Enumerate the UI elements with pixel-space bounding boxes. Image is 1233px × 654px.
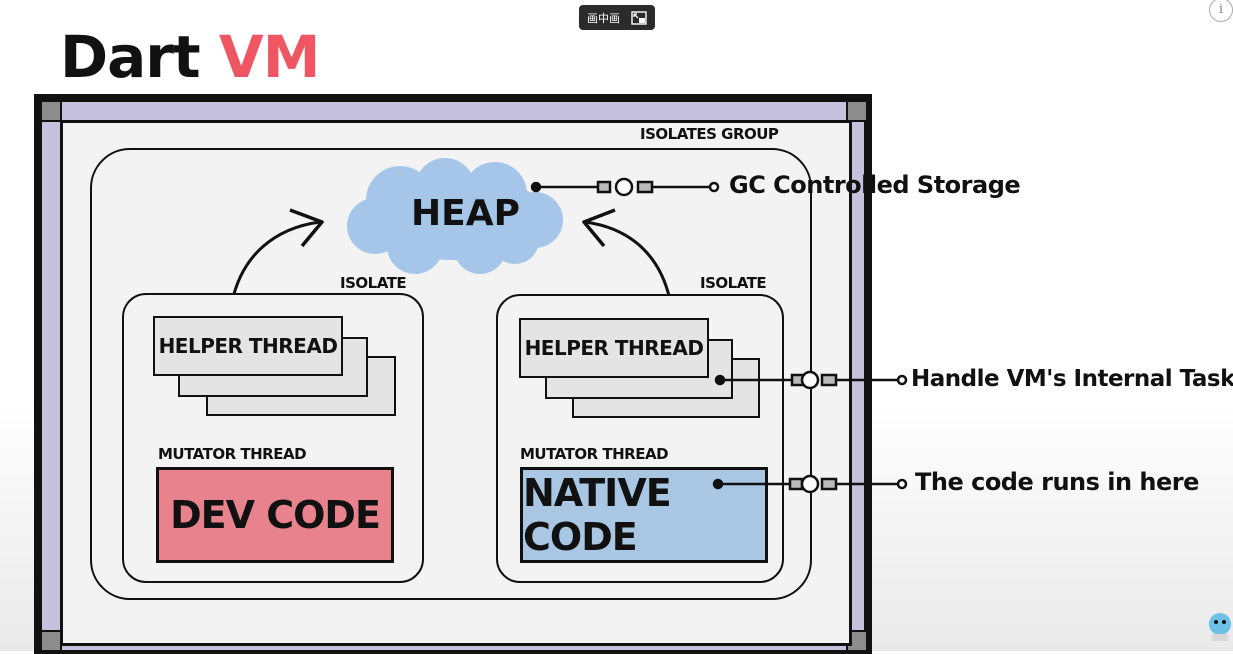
isolate-label-right: ISOLATE (700, 274, 767, 292)
code-connector-end (896, 478, 908, 490)
picture-in-picture-button[interactable]: 画中画 (579, 5, 655, 30)
page-title: Dart VM (60, 22, 321, 92)
helper-thread-left: HELPER THREAD (153, 316, 343, 376)
title-accent: VM (218, 23, 321, 91)
heap-arrows (230, 208, 672, 303)
callout-gc-storage: GC Controlled Storage (729, 171, 1021, 199)
pip-icon (631, 10, 647, 25)
frame-corner-top-right (846, 100, 868, 122)
right-arrow (584, 220, 672, 301)
callout-code-runs: The code runs in here (915, 468, 1199, 496)
title-main: Dart (60, 23, 201, 91)
helper-thread-right: HELPER THREAD (519, 318, 709, 378)
left-arrow (230, 220, 321, 303)
frame-corner-top-left (40, 100, 62, 122)
dev-code-box: DEV CODE (156, 467, 394, 563)
frame-corner-bottom-left (40, 630, 62, 652)
left-arrowhead (289, 208, 324, 248)
callout-internal-tasks: Handle VM's Internal Tasks (911, 366, 1233, 392)
mutator-thread-label-right: MUTATOR THREAD (520, 445, 669, 463)
right-arrowhead (582, 208, 616, 248)
mascot-icon (1209, 613, 1231, 641)
heap-cloud (347, 158, 563, 274)
heap-label: HEAP (411, 193, 520, 234)
mutator-thread-label-left: MUTATOR THREAD (158, 445, 307, 463)
pip-label: 画中画 (587, 11, 620, 25)
heap-connector-end (708, 181, 720, 193)
info-icon[interactable]: i (1209, 0, 1233, 22)
helper-connector-end (896, 374, 908, 386)
isolates-group-label: ISOLATES GROUP (640, 125, 779, 143)
isolate-label-left: ISOLATE (340, 274, 407, 292)
callout-connectors (530, 177, 908, 494)
